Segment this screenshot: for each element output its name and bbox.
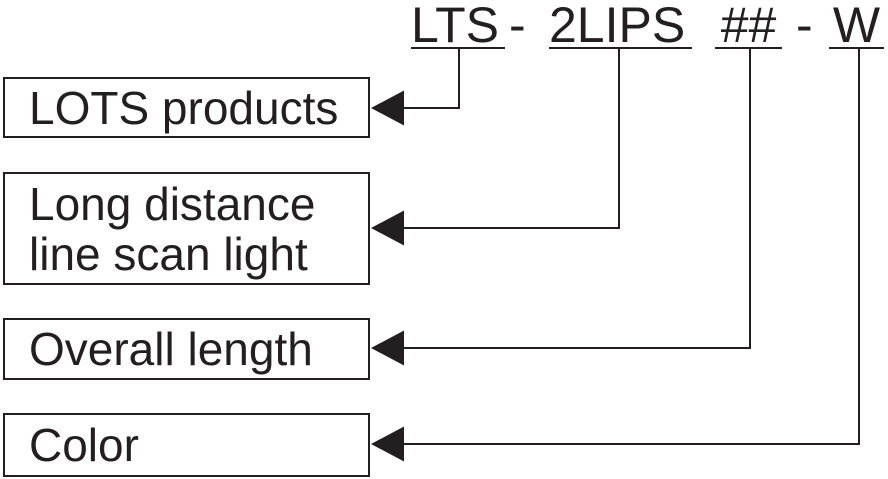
- code-color-segment: W: [829, 0, 884, 50]
- code-length-placeholder-segment: ##: [715, 0, 782, 50]
- connector-line-scan-light: [371, 48, 620, 246]
- code-separator-1: -: [509, 0, 526, 53]
- callout-label: LOTS products: [29, 81, 339, 134]
- callout-box-lots-products: LOTS products: [3, 77, 370, 138]
- callout-box-line-scan-light: Long distance line scan light: [3, 172, 370, 285]
- callout-label-line-2: line scan light: [29, 227, 308, 280]
- connector-lots-products: [371, 48, 460, 126]
- arrowhead-left-icon: [371, 210, 404, 246]
- callout-label: Color: [29, 419, 139, 471]
- connector-line: [400, 48, 751, 349]
- callout-box-color: Color: [3, 413, 370, 477]
- arrowhead-left-icon: [371, 330, 404, 366]
- callout-label-line-1: Long distance: [29, 177, 316, 230]
- connector-line: [400, 48, 460, 109]
- callout-box-overall-length: Overall length: [3, 318, 370, 380]
- connector-line: [400, 48, 860, 445]
- connector-overall-length: [371, 48, 751, 366]
- connector-line: [400, 48, 620, 229]
- connector-color: [371, 48, 860, 462]
- arrowhead-left-icon: [371, 426, 404, 462]
- code-separator-2: -: [796, 0, 813, 53]
- arrowhead-left-icon: [371, 90, 404, 126]
- code-product-type-segment: 2LIPS: [549, 0, 692, 50]
- callout-label: Overall length: [29, 323, 313, 375]
